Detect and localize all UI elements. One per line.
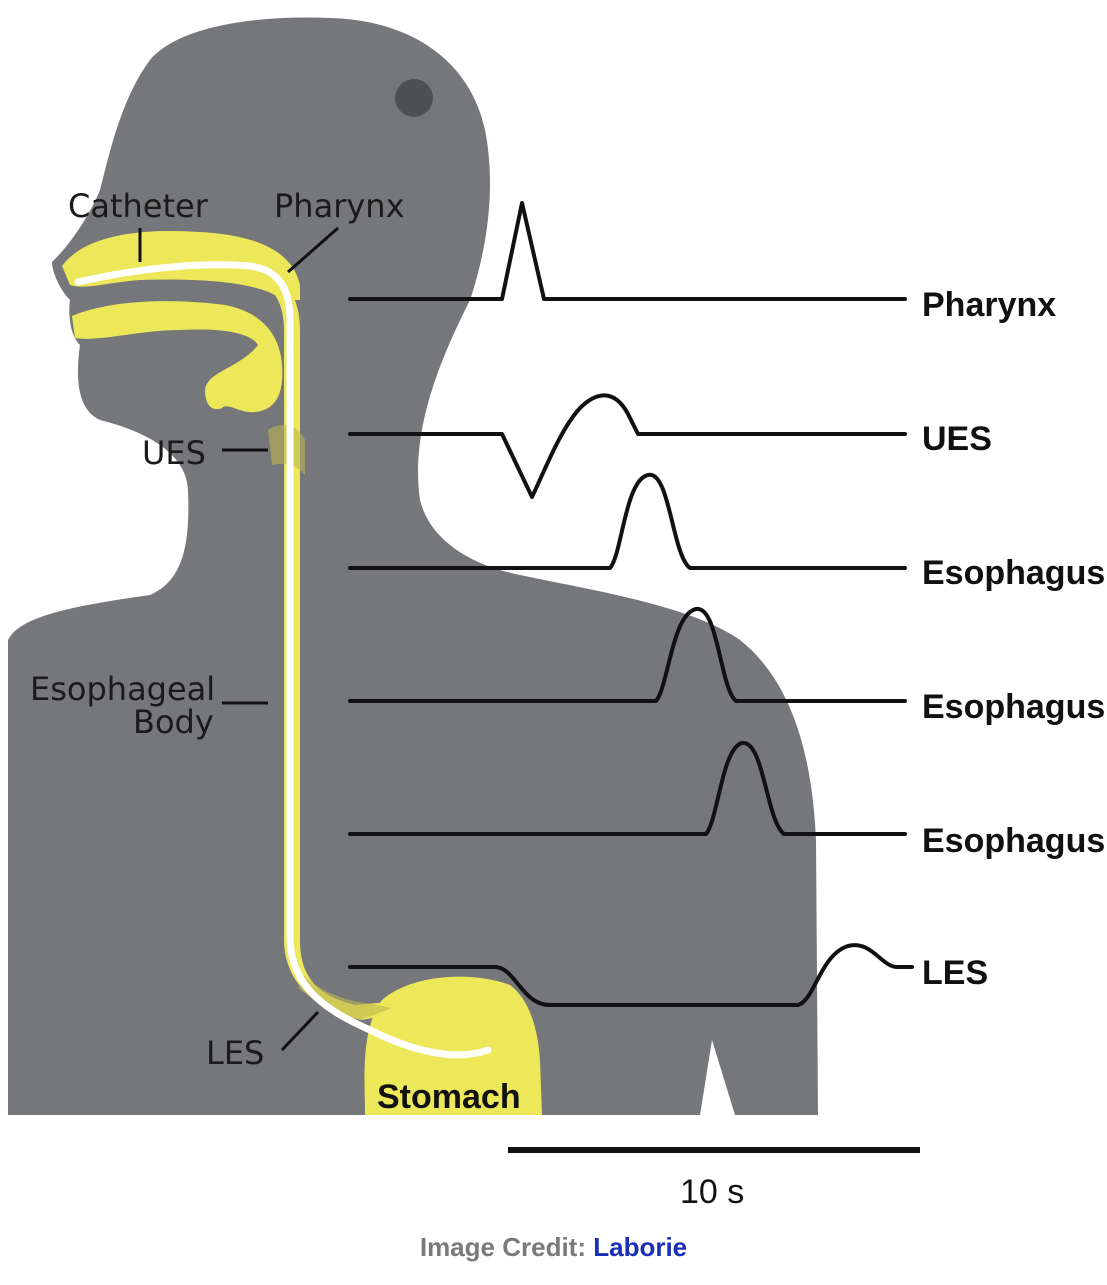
trace-label-ues: UES xyxy=(922,420,992,458)
trace-label-les: LES xyxy=(922,954,988,992)
les-leader xyxy=(280,1010,320,1052)
esophageal-body-label-line2: Body xyxy=(133,703,214,741)
credit-source-link[interactable]: Laborie xyxy=(593,1232,688,1262)
pharynx-leader xyxy=(287,226,339,274)
les-anatomy-label: LES xyxy=(206,1034,264,1072)
pharynx-anatomy-label: Pharynx xyxy=(274,187,405,225)
trace-label-esophagus-3: Esophagus xyxy=(922,822,1105,860)
stomach xyxy=(364,976,542,1115)
esophageal-body-label-line1: Esophageal xyxy=(30,670,215,708)
trace-ues xyxy=(348,393,907,499)
trace-esophagus-2 xyxy=(348,607,907,703)
trace-pharynx xyxy=(348,201,907,301)
trace-label-esophagus-1: Esophagus xyxy=(922,554,1105,592)
image-credit: Image Credit: Laborie xyxy=(0,1232,1107,1263)
stomach-label: Stomach xyxy=(377,1078,521,1116)
oral-cavity xyxy=(72,301,283,413)
trace-label-esophagus-2: Esophagus xyxy=(922,688,1105,726)
trace-les xyxy=(348,943,914,1007)
image-credit-prefix: Image Credit: xyxy=(419,1232,586,1262)
time-scale-label: 10 s xyxy=(680,1173,744,1211)
pressure-traces xyxy=(348,201,914,1007)
trace-esophagus-1 xyxy=(348,472,907,570)
les-shading xyxy=(298,975,392,1020)
head-sensor-dot xyxy=(395,79,433,117)
ues-anatomy-label: UES xyxy=(142,434,206,472)
catheter-line xyxy=(74,261,492,1059)
catheter-label: Catheter xyxy=(68,187,209,225)
trace-label-pharynx: Pharynx xyxy=(922,286,1056,324)
trace-esophagus-3 xyxy=(348,741,907,836)
